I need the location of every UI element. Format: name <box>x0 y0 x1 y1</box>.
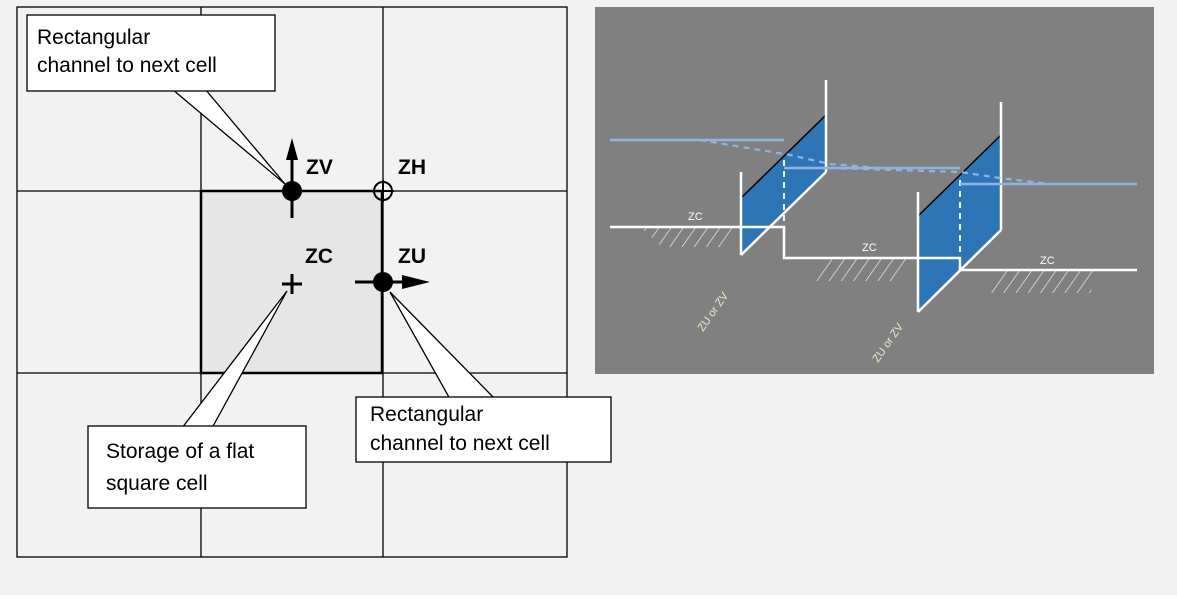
zv-label: ZV <box>306 156 333 179</box>
water-surface <box>610 138 1137 186</box>
gate-2 <box>916 102 1003 313</box>
section-zc-label-1: ZC <box>688 211 703 223</box>
callout-bottom-right: Rectangular channel to next cell <box>355 291 612 463</box>
zh-label: ZH <box>398 156 426 179</box>
callout-top: Rectangular channel to next cell <box>26 14 286 185</box>
water-surface-profile <box>699 138 1051 186</box>
callout-bottom-right-line1: Rectangular <box>370 403 483 426</box>
grid-diagram: ZV ZH ZC ZU Rectangular channel to next … <box>16 6 612 558</box>
callout-top-line2: channel to next cell <box>37 54 217 77</box>
section-background <box>595 7 1154 374</box>
zh-node <box>372 180 394 202</box>
callout-bottom-left-line1: Storage of a flat <box>106 440 254 463</box>
callout-bottom-right-line2: channel to next cell <box>370 432 550 455</box>
white-dashed-guides <box>741 160 961 259</box>
zu-label: ZU <box>398 245 426 268</box>
callout-top-line1: Rectangular <box>37 26 150 49</box>
section-zc-label-3: ZC <box>1040 255 1055 267</box>
soil-hatches <box>640 227 1100 293</box>
callout-bottom-left: Storage of a flat square cell <box>87 290 307 509</box>
callout-bottom-left-line2: square cell <box>106 472 208 495</box>
zu-node <box>355 272 430 292</box>
zc-node <box>282 274 302 294</box>
section-diagram: ZC ZC ZC ZU or ZV ZU or ZV <box>595 7 1154 374</box>
section-zc-label-2: ZC <box>862 242 877 254</box>
zv-node <box>282 138 302 218</box>
zc-label: ZC <box>305 245 333 268</box>
